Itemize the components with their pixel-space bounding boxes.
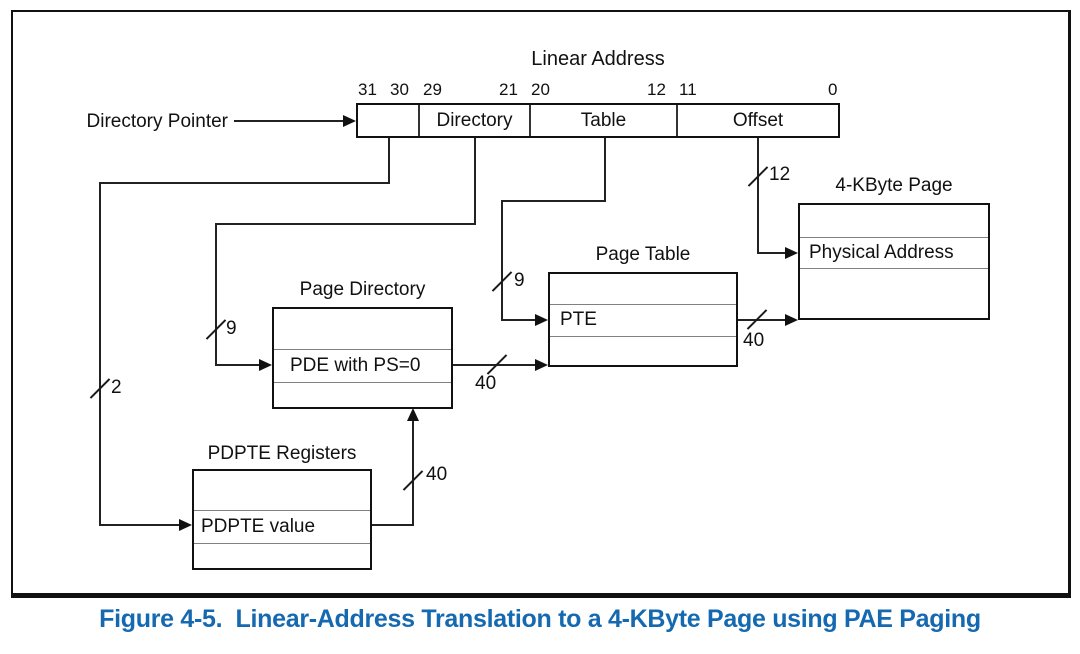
bus-dirptr-drop-vline	[388, 138, 390, 183]
page-directory-row-divider-1	[274, 349, 451, 350]
page-table-title: Page Table	[595, 244, 691, 265]
bit-label-31: 31	[358, 80, 377, 99]
bit-label-0: 0	[828, 80, 838, 99]
bus-directory-drop-vline	[474, 138, 476, 225]
bit-label-21: 21	[499, 80, 518, 99]
figure-border	[11, 10, 1071, 598]
page-directory-row-divider-2	[274, 382, 451, 383]
linear-address-divider-3	[676, 105, 678, 136]
linear-address-box	[356, 103, 840, 138]
field-offset: Offset	[732, 110, 784, 131]
bus-directory-vline	[215, 223, 217, 366]
physical-address-entry: Physical Address	[809, 242, 954, 263]
bus-offset-into-page-hline	[757, 252, 788, 254]
page-table-row-divider-2	[550, 336, 736, 337]
bus-width-label-9-table: 9	[514, 270, 525, 291]
page-directory-title: Page Directory	[299, 279, 426, 300]
pte-entry: PTE	[560, 309, 597, 330]
bus-offset-drop-vline	[757, 138, 759, 254]
pdpte-value-entry: PDPTE value	[201, 516, 316, 537]
bus-width-label-40-pdpte: 40	[426, 464, 448, 485]
kbyte-page-row-divider-1	[800, 237, 988, 238]
linear-address-title: Linear Address	[531, 48, 665, 70]
figure-caption: Figure 4-5. Linear-Address Translation t…	[99, 605, 981, 633]
linear-address-divider-1	[418, 105, 420, 136]
bus-width-label-9-directory: 9	[226, 318, 237, 339]
pde-entry: PDE with PS=0	[290, 355, 421, 376]
kpage-in-arrowhead-icon	[785, 314, 798, 326]
bus-table-vline	[501, 200, 503, 321]
pagetable-in-arrowhead-icon	[535, 359, 548, 371]
bus-pdpte-out-hline	[372, 524, 414, 526]
bit-label-20: 20	[531, 80, 550, 99]
page-table-row-divider-1	[550, 304, 736, 305]
field-directory-pointer	[358, 105, 418, 136]
field-directory: Directory	[436, 110, 513, 131]
kbyte-page-title: 4-KByte Page	[835, 175, 953, 196]
pte-in-arrowhead-icon	[535, 314, 548, 326]
directory-pointer-arrow-line	[234, 120, 346, 122]
bit-label-30: 30	[390, 80, 409, 99]
bus-dirptr-into-pdpte-hline	[99, 524, 182, 526]
bit-label-11: 11	[679, 80, 697, 99]
pagedirectory-in-arrowhead-icon	[407, 408, 419, 421]
bus-dirptr-long-vline	[99, 182, 101, 526]
bus-pdpte-out-vline	[412, 420, 414, 526]
bus-directory-into-pde-hline	[215, 364, 262, 366]
directory-pointer-arrowhead-icon	[343, 115, 356, 127]
bit-label-29: 29	[423, 80, 442, 99]
physaddr-in-arrowhead-icon	[785, 247, 798, 259]
bus-directory-hline	[215, 223, 476, 225]
pdpte-in-arrowhead-icon	[179, 519, 192, 531]
directory-pointer-label: Directory Pointer	[86, 111, 229, 132]
bus-table-hline	[501, 200, 606, 202]
bus-width-label-12: 12	[769, 164, 791, 185]
bit-label-12: 12	[647, 80, 666, 99]
pdpte-registers-title: PDPTE Registers	[207, 443, 357, 464]
pdpte-row-divider-1	[194, 510, 370, 511]
page-table-box: PTE	[548, 272, 738, 367]
page-directory-box: PDE with PS=0	[272, 307, 453, 409]
field-table: Table	[580, 110, 627, 131]
bus-table-drop-vline	[604, 138, 606, 202]
bus-pte-out-hline	[738, 319, 787, 321]
pdpte-registers-box: PDPTE value	[192, 469, 372, 570]
kbyte-page-row-divider-2	[800, 268, 988, 269]
pde-in-arrowhead-icon	[259, 359, 272, 371]
bus-width-label-40-pte: 40	[743, 330, 765, 351]
linear-address-divider-2	[529, 105, 531, 136]
kbyte-page-box: Physical Address	[798, 203, 990, 320]
bus-table-into-pte-hline	[501, 319, 538, 321]
bus-width-label-40-pde: 40	[475, 373, 497, 394]
bus-dirptr-hline	[99, 182, 390, 184]
pdpte-row-divider-2	[194, 543, 370, 544]
bus-width-label-2: 2	[111, 377, 122, 398]
